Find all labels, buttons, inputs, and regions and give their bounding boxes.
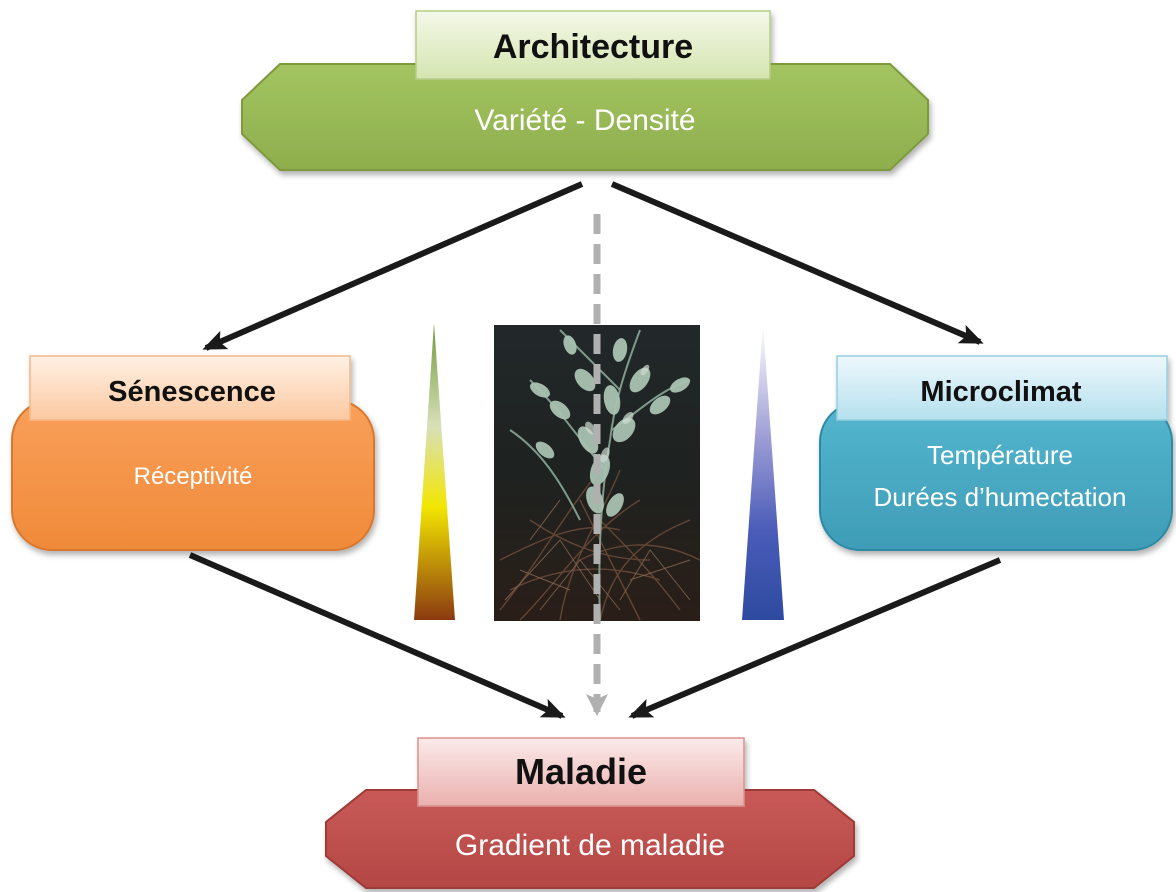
node-architecture-header: [415, 10, 771, 80]
gradient-triangle-microclimat: [742, 323, 784, 620]
node-senescence: [11, 355, 375, 551]
arrow-architecture-to-senescence: [202, 181, 584, 351]
gradient-triangle-senescence: [414, 323, 455, 620]
node-maladie: [325, 737, 855, 889]
node-microclimat-line-2: Durées d’humectation: [874, 482, 1127, 512]
node-architecture-body: [241, 63, 929, 171]
node-microclimat-line-1: Température: [927, 440, 1073, 470]
node-microclimat-title: Microclimat: [920, 376, 1081, 408]
node-senescence-header: [29, 355, 351, 421]
arrow-architecture-to-microclimat: [610, 181, 984, 345]
node-microclimat-body: [819, 401, 1173, 551]
node-senescence-line-1: Réceptivité: [134, 463, 253, 490]
node-maladie-header: [417, 737, 745, 807]
node-maladie-line-1: Gradient de maladie: [455, 829, 725, 862]
node-microclimat-header: [836, 355, 1168, 421]
node-architecture: [241, 10, 929, 171]
arrow-senescence-to-maladie: [188, 552, 566, 719]
arrow-microclimat-to-maladie: [628, 557, 1002, 719]
node-senescence-title: Sénescence: [108, 376, 276, 408]
node-maladie-title: Maladie: [515, 751, 647, 792]
node-maladie-body: [325, 789, 855, 889]
edges: [188, 181, 1002, 719]
node-architecture-title: Architecture: [493, 28, 693, 66]
node-microclimat: [819, 355, 1173, 551]
node-architecture-line-1: Variété - Densité: [474, 104, 695, 137]
